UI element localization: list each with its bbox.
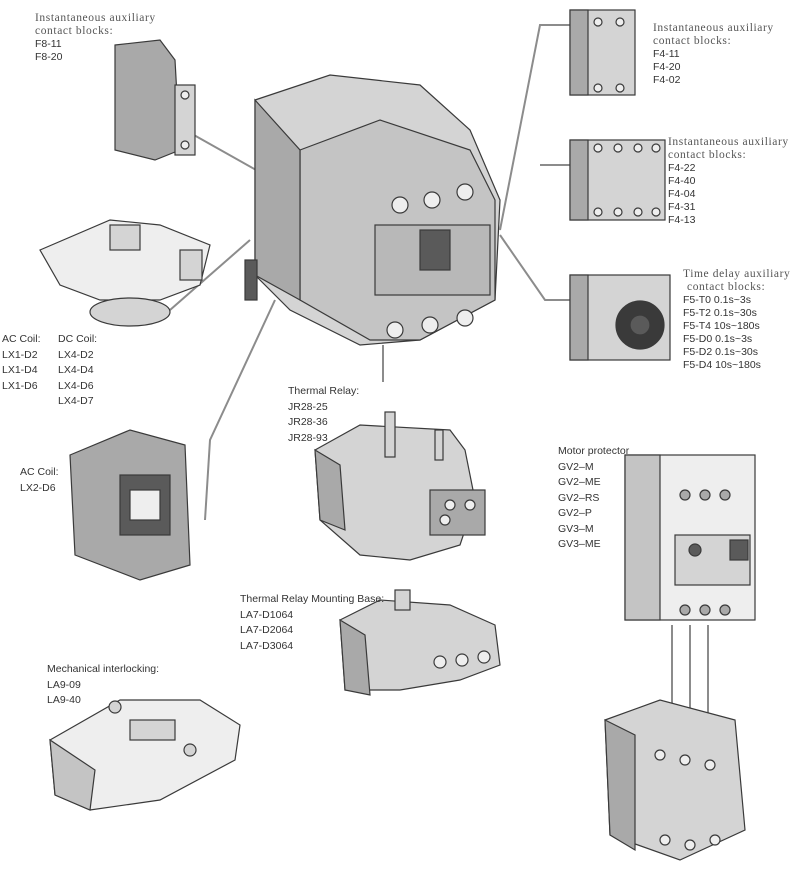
motor-protector-item: GV2–M xyxy=(558,460,594,473)
motor-protector-item: GV2–P xyxy=(558,507,592,519)
f5-item: F5-D0 0.1s~3s xyxy=(683,333,753,345)
mounting-base-item: LA7-D1064 xyxy=(240,608,294,621)
f5-item: F5-T4 10s~180s xyxy=(683,320,760,332)
f5-title: Time delay auxiliary xyxy=(683,268,791,280)
thermal-relay-item: JR28-36 xyxy=(288,416,328,428)
motor-protector-gv2 xyxy=(624,454,756,621)
label-mechanical-interlocking: Mechanical interlocking: LA9-09 LA9-40 xyxy=(47,662,159,709)
thermal-relay-item: JR28-25 xyxy=(288,400,328,413)
f4a-item: F4-20 xyxy=(653,61,681,73)
f4a-title-2: contact blocks: xyxy=(653,35,732,47)
f8-contact-block xyxy=(114,39,196,161)
coil-assembly xyxy=(39,219,211,327)
ac-coil-title: AC Coil: xyxy=(2,333,41,345)
label-mounting-base: Thermal Relay Mounting Base: LA7-D1064 L… xyxy=(240,592,384,654)
f4b-item: F4-40 xyxy=(668,175,696,187)
mounting-base-item: LA7-D3064 xyxy=(240,639,294,652)
f8-title-2: contact blocks: xyxy=(35,25,114,37)
thermal-relay-item: JR28-93 xyxy=(288,431,328,444)
f4b-item: F4-13 xyxy=(668,214,696,226)
f5-title-2: contact blocks: xyxy=(687,281,766,293)
f8-title: Instantaneous auxiliary xyxy=(35,12,156,24)
f4b-title: Instantaneous auxiliary xyxy=(668,136,789,148)
dc-coil-item: LX4-D4 xyxy=(58,364,94,376)
f8-item: F8-11 xyxy=(35,38,62,50)
f4-contact-block-b xyxy=(569,139,666,221)
motor-protector-item: GV3–M xyxy=(558,522,594,535)
f4b-item: F4-31 xyxy=(668,201,696,213)
thermal-relay-title: Thermal Relay: xyxy=(288,385,360,397)
f5-time-delay-block xyxy=(569,274,671,361)
motor-protector-item: GV2–RS xyxy=(558,491,600,504)
thermal-relay xyxy=(314,411,486,561)
f5-item: F5-T0 0.1s~3s xyxy=(683,294,751,306)
connector-line-right xyxy=(499,24,570,231)
interlock-item: LA9-09 xyxy=(47,678,81,691)
label-f8-contact-blocks: Instantaneous auxiliary contact blocks: … xyxy=(35,12,156,64)
dc-coil-item: LX4-D7 xyxy=(58,395,94,407)
motor-protector-item: GV2–ME xyxy=(558,476,601,488)
f4a-item: F4-11 xyxy=(653,48,680,60)
motor-protector-title: Motor protector xyxy=(558,445,630,457)
f8-item: F8-20 xyxy=(35,51,63,63)
main-contactor xyxy=(244,74,501,346)
f4b-item: F4-22 xyxy=(668,162,696,174)
ac-coil-2-item: LX2-D6 xyxy=(20,481,56,494)
dc-coil-item: LX4-D2 xyxy=(58,348,94,361)
label-f4-contact-blocks-a: Instantaneous auxiliary contact blocks: … xyxy=(653,22,774,87)
connector-line-coil xyxy=(169,239,251,311)
connector-line-lx2 xyxy=(204,299,276,521)
f4a-item: F4-02 xyxy=(653,74,681,86)
f5-item: F5-D4 10s~180s xyxy=(683,359,761,371)
mounting-base xyxy=(339,589,501,696)
label-thermal-relay: Thermal Relay: JR28-25 JR28-36 JR28-93 xyxy=(288,384,359,446)
ac-coil-item: LX1-D4 xyxy=(2,364,38,376)
f4b-item: F4-04 xyxy=(668,188,696,200)
f4a-title: Instantaneous auxiliary xyxy=(653,22,774,34)
label-dc-coil: DC Coil: LX4-D2 LX4-D4 LX4-D6 LX4-D7 xyxy=(58,332,97,410)
label-motor-protector: Motor protector GV2–M GV2–ME GV2–RS GV2–… xyxy=(558,444,629,553)
f4b-title-2: contact blocks: xyxy=(668,149,747,161)
label-ac-coil-lx2: AC Coil: LX2-D6 xyxy=(20,465,59,496)
f5-item: F5-T2 0.1s~30s xyxy=(683,307,757,319)
label-ac-coil: AC Coil: LX1-D2 LX1-D4 LX1-D6 xyxy=(2,332,41,394)
dc-coil-title: DC Coil: xyxy=(58,333,98,345)
mechanical-interlock xyxy=(49,699,241,811)
lx2-coil xyxy=(69,429,191,581)
label-time-delay-blocks: Time delay auxiliary contact blocks: F5-… xyxy=(683,268,790,372)
label-f4-contact-blocks-b: Instantaneous auxiliary contact blocks: … xyxy=(668,136,789,227)
ac-coil-item: LX1-D2 xyxy=(2,348,38,361)
interlock-title: Mechanical interlocking: xyxy=(47,663,160,675)
mounting-base-title: Thermal Relay Mounting Base: xyxy=(240,593,385,605)
ac-coil-2-title: AC Coil: xyxy=(20,466,59,478)
dc-coil-item: LX4-D6 xyxy=(58,379,94,392)
mounting-base-item: LA7-D2064 xyxy=(240,624,294,636)
f4-contact-block-a xyxy=(569,9,636,96)
connector-line-f5 xyxy=(499,234,570,301)
interlock-item: LA9-40 xyxy=(47,694,81,706)
small-contactor xyxy=(604,699,746,861)
f5-item: F5-D2 0.1s~30s xyxy=(683,346,758,358)
ac-coil-item: LX1-D6 xyxy=(2,379,38,392)
motor-protector-item: GV3–ME xyxy=(558,538,601,550)
